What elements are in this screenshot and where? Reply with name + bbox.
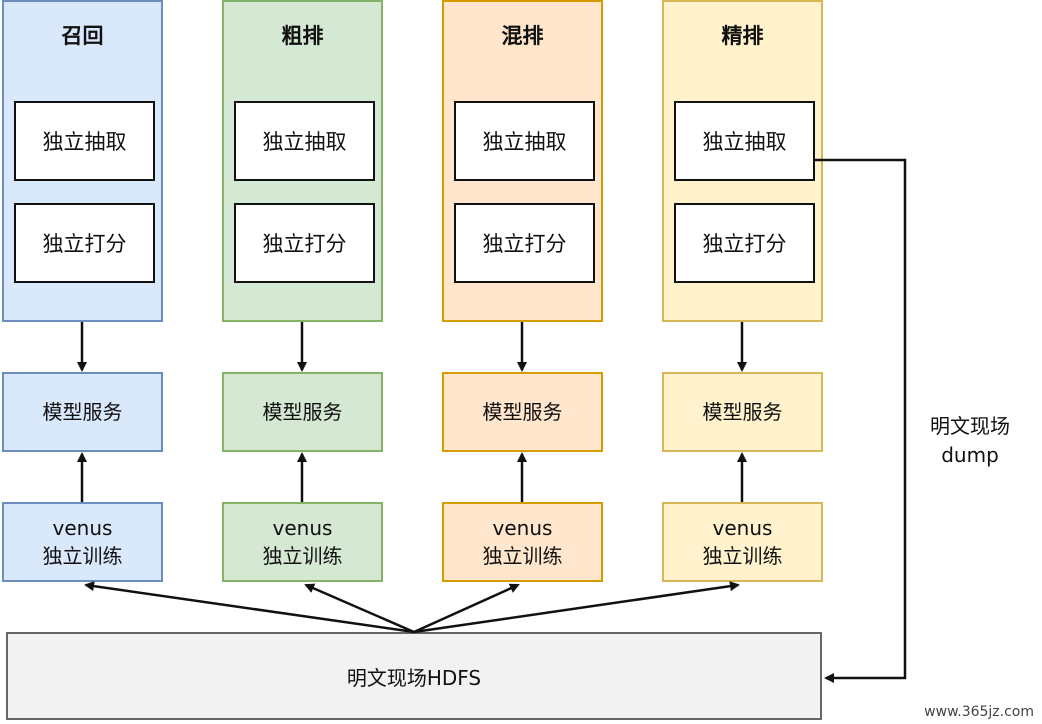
score-box: 独立打分 (14, 203, 155, 283)
training-label: 独立训练 (702, 544, 783, 568)
dump-label-line1: 明文现场 (930, 414, 1010, 438)
stage-column-fine: 精排 独立抽取 独立打分 (662, 0, 823, 322)
stage-title: 粗排 (281, 24, 324, 48)
training-label: 独立训练 (262, 544, 343, 568)
model-service-label: 模型服务 (702, 400, 783, 424)
stage-column-recall: 召回 独立抽取 独立打分 (2, 0, 163, 322)
watermark: www.365jz.com (924, 704, 1034, 720)
score-box: 独立打分 (454, 203, 595, 283)
stage-title: 精排 (721, 24, 764, 48)
model-service-box-recall: 模型服务 (2, 372, 163, 452)
venus-training-box-mixed: venus 独立训练 (442, 502, 603, 582)
model-service-box-coarse: 模型服务 (222, 372, 383, 452)
model-service-label: 模型服务 (42, 400, 123, 424)
venus-label: venus (492, 516, 553, 540)
score-box: 独立打分 (674, 203, 815, 283)
arrow-hdfs-to-venus-coarse (304, 583, 415, 634)
model-service-box-mixed: 模型服务 (442, 372, 603, 452)
model-service-label: 模型服务 (482, 400, 563, 424)
model-service-label: 模型服务 (262, 400, 343, 424)
arrow-hdfs-to-venus-fine (413, 581, 740, 634)
venus-label: venus (272, 516, 333, 540)
training-label: 独立训练 (482, 544, 563, 568)
training-label: 独立训练 (42, 544, 123, 568)
dump-label: 明文现场 dump (905, 412, 1035, 470)
arrow-hdfs-to-venus-mixed (413, 583, 520, 634)
stage-column-coarse: 粗排 独立抽取 独立打分 (222, 0, 383, 322)
extract-box: 独立抽取 (234, 101, 375, 181)
venus-training-box-recall: venus 独立训练 (2, 502, 163, 582)
extract-box: 独立抽取 (454, 101, 595, 181)
stage-title: 召回 (61, 24, 104, 48)
arrow-dump-to-hdfs (813, 158, 907, 683)
score-box: 独立打分 (234, 203, 375, 283)
model-service-box-fine: 模型服务 (662, 372, 823, 452)
stage-title: 混排 (501, 24, 544, 48)
venus-label: venus (52, 516, 113, 540)
stage-column-mixed: 混排 独立抽取 独立打分 (442, 0, 603, 322)
venus-training-box-fine: venus 独立训练 (662, 502, 823, 582)
hdfs-box: 明文现场HDFS (6, 632, 822, 720)
venus-training-box-coarse: venus 独立训练 (222, 502, 383, 582)
hdfs-label: 明文现场HDFS (346, 665, 482, 690)
extract-box: 独立抽取 (14, 101, 155, 181)
dump-label-line2: dump (941, 443, 999, 467)
extract-box: 独立抽取 (674, 101, 815, 181)
venus-label: venus (712, 516, 773, 540)
arrow-hdfs-to-venus-recall (84, 581, 415, 634)
